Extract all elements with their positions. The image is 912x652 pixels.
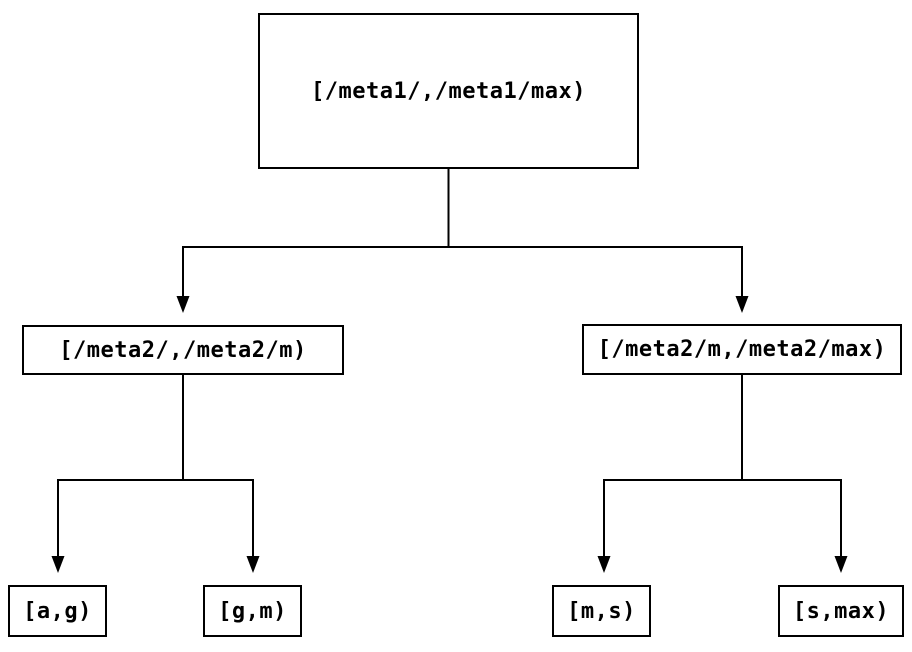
node-label: [g,m) [218,598,287,624]
node-label: [/meta1/,/meta1/max) [311,78,586,104]
node-leaf-smax: [s,max) [778,585,904,637]
node-leaf-ag: [a,g) [8,585,107,637]
arrowhead-icon [51,556,65,573]
arrowhead-icon [246,556,260,573]
node-left-range: [/meta2/,/meta2/m) [22,325,344,375]
edge-root-to-children [182,169,743,297]
edge-left-child-to-leaves [57,375,254,557]
node-label: [s,max) [792,598,890,624]
node-right-range: [/meta2/m,/meta2/max) [582,324,902,375]
arrowhead-icon [176,296,190,313]
node-root-range: [/meta1/,/meta1/max) [258,13,639,169]
arrowhead-icon [735,296,749,313]
node-label: [/meta2/m,/meta2/max) [597,337,887,362]
node-label: [m,s) [567,598,636,624]
node-leaf-ms: [m,s) [552,585,651,637]
arrowhead-icon [597,556,611,573]
node-leaf-gm: [g,m) [203,585,302,637]
arrowhead-icon [834,556,848,573]
node-label: [/meta2/,/meta2/m) [59,337,307,363]
edge-right-child-to-leaves [603,375,842,557]
node-label: [a,g) [23,598,92,624]
